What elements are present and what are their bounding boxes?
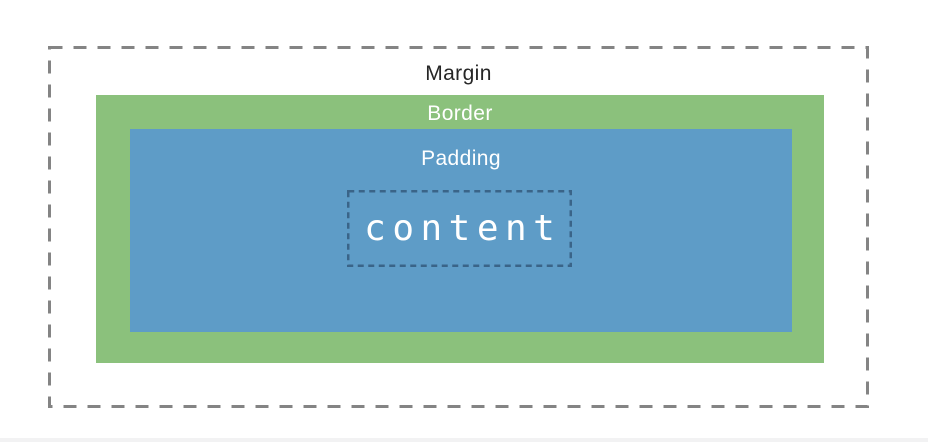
margin-label: Margin	[425, 62, 492, 85]
padding-label: Padding	[421, 147, 501, 170]
content-label: content	[364, 208, 562, 249]
bottom-edge-strip	[0, 438, 928, 442]
border-label: Border	[427, 102, 493, 125]
